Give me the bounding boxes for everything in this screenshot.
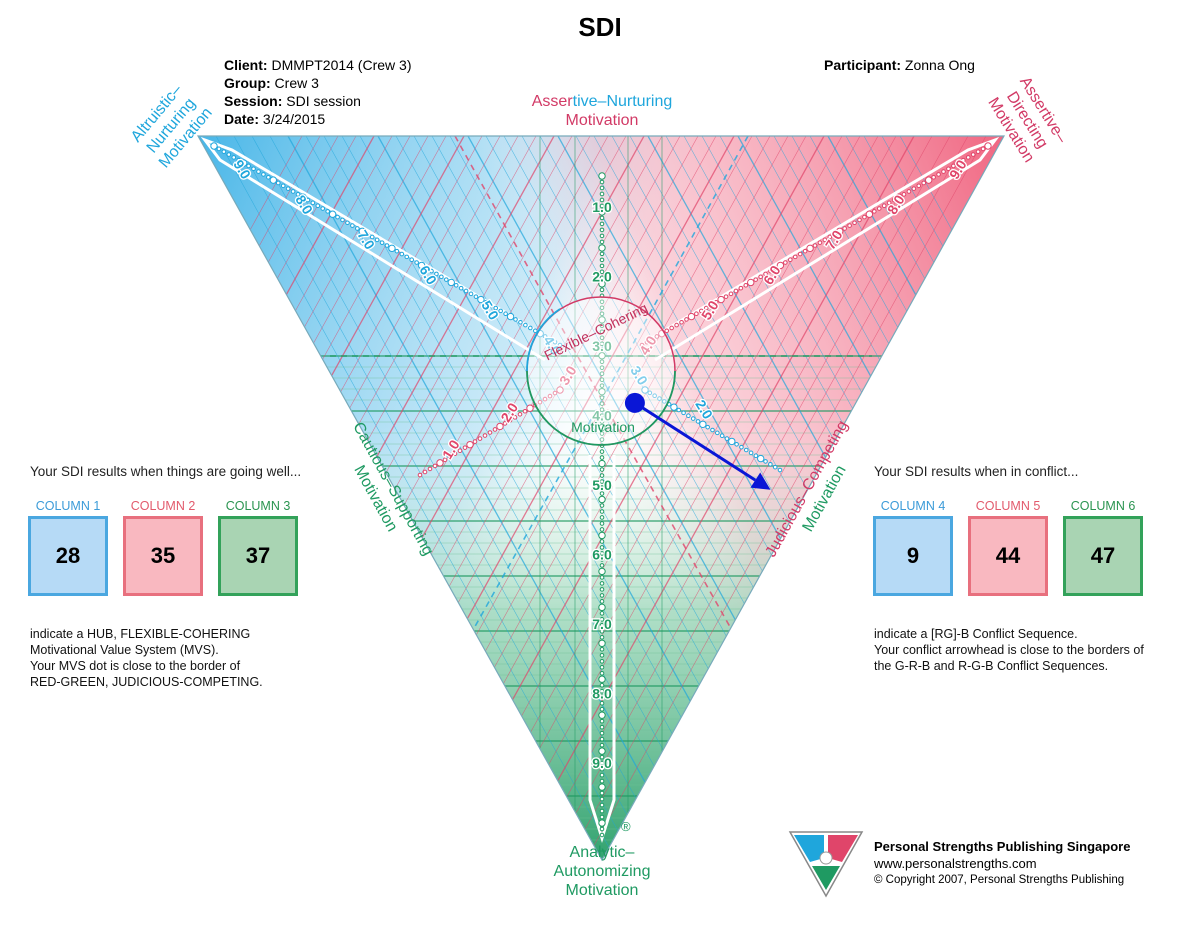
date-row: Date: 3/24/2015 [224, 110, 411, 128]
result-markers [624, 392, 771, 490]
label-assertive-nurturing-part1: Asser [531, 93, 573, 110]
participant-value: Zonna Ong [904, 57, 975, 73]
column-5-value: 44 [968, 516, 1048, 596]
column-1-label: COLUMN 1 [35, 499, 101, 513]
session-info: Client: DMMPT2014 (Crew 3) Group: Crew 3… [224, 56, 411, 128]
label-assertive-directing: Assertive– Directing Motivation [984, 74, 1070, 166]
triangle-outline [196, 135, 1006, 862]
column-6-label: COLUMN 6 [1070, 499, 1136, 513]
column-4-value: 9 [873, 516, 953, 596]
session-row: Session: SDI session [224, 92, 411, 110]
page-title: SDI [578, 12, 622, 42]
publisher-url[interactable]: www.personalstrengths.com [874, 856, 1037, 871]
conflict-line-1: indicate a [RG]-B Conflict Sequence. [874, 627, 1078, 641]
axis-arrows [200, 136, 1000, 843]
group-row: Group: Crew 3 [224, 74, 411, 92]
going-well-heading: Your SDI results when things are going w… [30, 464, 302, 479]
scale-tick-label: 5.0 [592, 477, 612, 493]
column-2-label: COLUMN 2 [130, 499, 196, 513]
column-6-value: 47 [1063, 516, 1143, 596]
conflict-line-2: Your conflict arrowhead is close to the … [874, 643, 1144, 657]
group-label: Group: [224, 75, 271, 91]
label-assertive-nurturing-part3: Motivation [565, 112, 639, 129]
mvs-dot [624, 392, 645, 413]
publisher-name: Personal Strengths Publishing Singapore [874, 839, 1131, 854]
label-analytic-line3: Motivation [565, 882, 639, 899]
label-assertive-nurturing-part2: tive–Nurturing [572, 93, 673, 110]
scale-tick-label: 7.0 [592, 616, 612, 632]
column-2-value: 35 [123, 516, 203, 596]
column-3-label: COLUMN 3 [225, 499, 291, 513]
participant-info: Participant: Zonna Ong [824, 56, 975, 74]
session-value: SDI session [286, 93, 361, 109]
scale-tick-label: 2.0 [592, 269, 612, 285]
scale-tick-label: 9.0 [592, 755, 612, 771]
column-1-value: 28 [28, 516, 108, 596]
date-label: Date: [224, 111, 260, 127]
conflict-heading: Your SDI results when in conflict... [874, 464, 1079, 479]
scale-tick-label: 3.0 [592, 338, 612, 354]
participant-label: Participant: [824, 57, 902, 73]
client-value: DMMPT2014 (Crew 3) [271, 57, 412, 73]
conflict-line-3: the G-R-B and R-G-B Conflict Sequences. [874, 659, 1109, 673]
hub-bottom-label: Motivation [571, 419, 635, 435]
conflict-arrow [634, 401, 757, 482]
going-well-line-3: Your MVS dot is close to the border of [30, 659, 241, 673]
session-label: Session: [224, 93, 283, 109]
column-5-label: COLUMN 5 [975, 499, 1041, 513]
registered-mark: ® [621, 819, 631, 834]
label-analytic-line2: Autonomizing [553, 863, 651, 880]
going-well-line-4: RED-GREEN, JUDICIOUS-COMPETING. [30, 675, 263, 689]
client-row: Client: DMMPT2014 (Crew 3) [224, 56, 411, 74]
going-well-line-1: indicate a HUB, FLEXIBLE-COHERING [30, 627, 251, 641]
publisher-logo [788, 831, 864, 898]
scale-tick-label: 6.0 [592, 547, 612, 563]
column-3-value: 37 [218, 516, 298, 596]
publisher-info: Personal Strengths Publishing Singapore … [874, 838, 1130, 889]
client-label: Client: [224, 57, 268, 73]
axis-scales: 1.02.03.04.05.06.07.08.09.09.08.07.06.05… [210, 142, 992, 838]
going-well-text: indicate a HUB, FLEXIBLE-COHERING Motiva… [30, 626, 263, 690]
group-value: Crew 3 [274, 75, 319, 91]
date-value: 3/24/2015 [262, 111, 326, 127]
label-analytic-autonomizing: Analytic– Autonomizing Motivation [500, 843, 704, 900]
label-analytic-line1: Analytic– [569, 844, 635, 861]
label-altruistic-nurturing: Altruistic– Nurturing Motivation [128, 81, 216, 171]
scale-tick-label: 1.0 [592, 199, 612, 215]
conflict-text: indicate a [RG]-B Conflict Sequence. You… [874, 626, 1144, 674]
going-well-line-2: Motivational Value System (MVS). [30, 643, 219, 657]
scale-tick-label: 8.0 [592, 686, 612, 702]
publisher-copyright: © Copyright 2007, Personal Strengths Pub… [874, 874, 1125, 886]
column-4-label: COLUMN 4 [880, 499, 946, 513]
conflict-arrowhead [750, 472, 771, 490]
label-assertive-nurturing: Assertive–Nurturing Motivation [480, 92, 724, 130]
scale-tick-label: 4.0 [592, 408, 612, 424]
